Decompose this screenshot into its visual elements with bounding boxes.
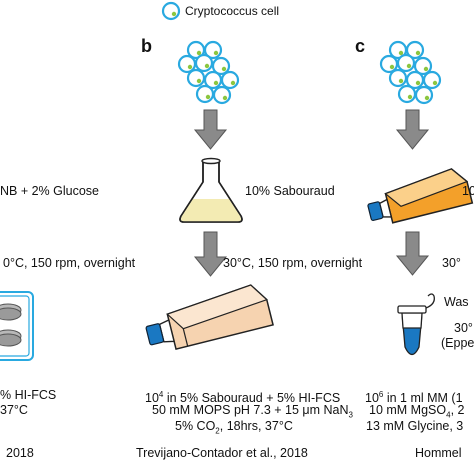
legend-cell-icon [161, 1, 181, 21]
arrow-down-icon [193, 231, 228, 277]
middle-culture-line3: 5% CO2, 18hrs, 37°C [175, 419, 293, 436]
arrow-down-icon [395, 231, 430, 276]
left-incubation-label: 0°C, 150 rpm, overnight [3, 256, 136, 270]
right-eppendorf-line2: (Eppe [441, 336, 474, 350]
arrow-down-icon [193, 109, 228, 150]
cell-cluster-c [379, 40, 442, 105]
eppendorf-tube-icon [397, 293, 435, 356]
right-culture-line3: 13 mM Glycine, 3 [366, 419, 464, 433]
left-medium-label: NB + 2% Glucose [0, 184, 100, 198]
arrow-down-icon [395, 109, 430, 150]
right-citation: Hommel [415, 446, 462, 460]
culture-flask-icon [367, 168, 474, 224]
legend-label: Cryptococcus cell [185, 4, 280, 18]
right-medium-label: 10 [462, 184, 474, 198]
right-culture-line1: 106 in 1 ml MM (1 [365, 390, 463, 406]
middle-culture-line1: 104 in 5% Sabouraud + 5% HI-FCS [145, 390, 341, 406]
erlenmeyer-flask-icon [179, 157, 243, 223]
right-incubation-label: 30° [442, 256, 461, 270]
middle-incubation-label: 30°C, 150 rpm, overnight [223, 256, 363, 270]
panel-label-b: b [141, 36, 152, 56]
left-culture-line2: 37°C [0, 403, 28, 417]
well-plate-icon [0, 291, 34, 361]
right-culture-line2: 10 mM MgSO4, 2 [369, 403, 465, 420]
left-citation: 2018 [6, 446, 34, 460]
panel-label-c: c [355, 36, 366, 56]
right-eppendorf-line1: 30° [454, 321, 473, 335]
right-wash-label: Was [444, 295, 469, 309]
middle-culture-line2: 50 mM MOPS pH 7.3 + 15 μm NaN3 [152, 403, 353, 420]
cell-cluster-b [177, 40, 240, 105]
middle-medium-label: 10% Sabouraud [245, 184, 335, 198]
culture-flask-icon [145, 284, 274, 350]
left-culture-line1: % HI-FCS [0, 388, 57, 402]
middle-citation: Trevijano-Contador et al., 2018 [136, 446, 308, 460]
